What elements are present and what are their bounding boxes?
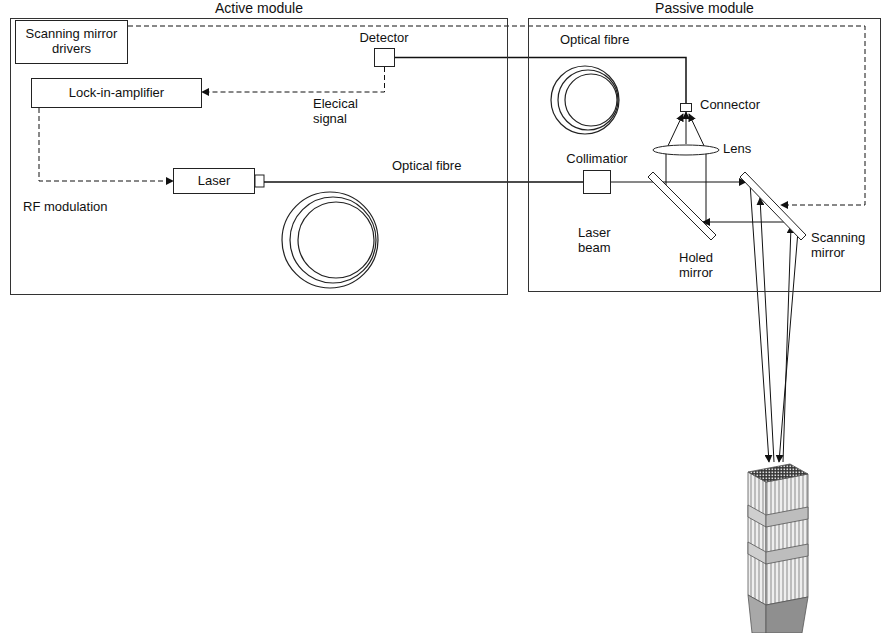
part-label: Lens bbox=[723, 142, 773, 157]
detector-box: Detector bbox=[374, 48, 395, 67]
lens-shape bbox=[652, 144, 720, 156]
holed-mirror-shape bbox=[648, 172, 716, 240]
optical-fibre bbox=[264, 181, 583, 183]
scanning-mirror: Scanning mirror bbox=[740, 172, 806, 240]
light-beam bbox=[686, 112, 687, 144]
part-label: Passive module bbox=[528, 0, 881, 16]
signal-label: RF modulation bbox=[22, 200, 109, 215]
part-label: Active module bbox=[10, 0, 508, 16]
fibre-label: Optical fibre bbox=[392, 159, 461, 174]
driver-box: Scanning mirror drivers bbox=[15, 20, 128, 64]
signal-line bbox=[128, 26, 865, 205]
scanning-mirror-shape bbox=[740, 172, 806, 240]
box-label: Lock-in-amplifier bbox=[66, 86, 167, 101]
part-label: Holed mirror bbox=[679, 251, 739, 281]
collimator: Collimatior bbox=[583, 170, 611, 194]
holed-mirror: Holed mirror bbox=[648, 172, 716, 240]
box-label: Scanning mirror drivers bbox=[16, 27, 127, 57]
fibre-label: Optical fibre bbox=[560, 33, 629, 48]
amplifier-box: Lock-in-amplifier bbox=[31, 78, 202, 108]
fibre-coil bbox=[282, 192, 378, 288]
beam-label: Laser beam bbox=[578, 226, 620, 256]
lens: Lens bbox=[652, 144, 720, 156]
module-frame: Scanning mirror driversDetectorLock-in-a… bbox=[10, 18, 508, 295]
fibre-coil bbox=[551, 66, 619, 134]
optical-fibre bbox=[395, 58, 686, 104]
laser-port bbox=[255, 175, 264, 187]
part-label: Detector bbox=[344, 31, 424, 46]
part-label: Scanning mirror bbox=[811, 231, 875, 261]
part-label: Collimatior bbox=[552, 152, 642, 167]
light-beam bbox=[611, 182, 746, 183]
box-label: Laser bbox=[195, 174, 234, 189]
part-label: Connector bbox=[700, 98, 780, 113]
signal-label: Elecical signal bbox=[312, 97, 376, 127]
signal-line bbox=[202, 67, 385, 92]
signal-line bbox=[39, 108, 173, 181]
fibre-connector: Connector bbox=[680, 103, 692, 112]
laser-box: Laser bbox=[173, 168, 255, 194]
fuel-assembly bbox=[748, 464, 808, 633]
light-beam bbox=[703, 222, 786, 223]
